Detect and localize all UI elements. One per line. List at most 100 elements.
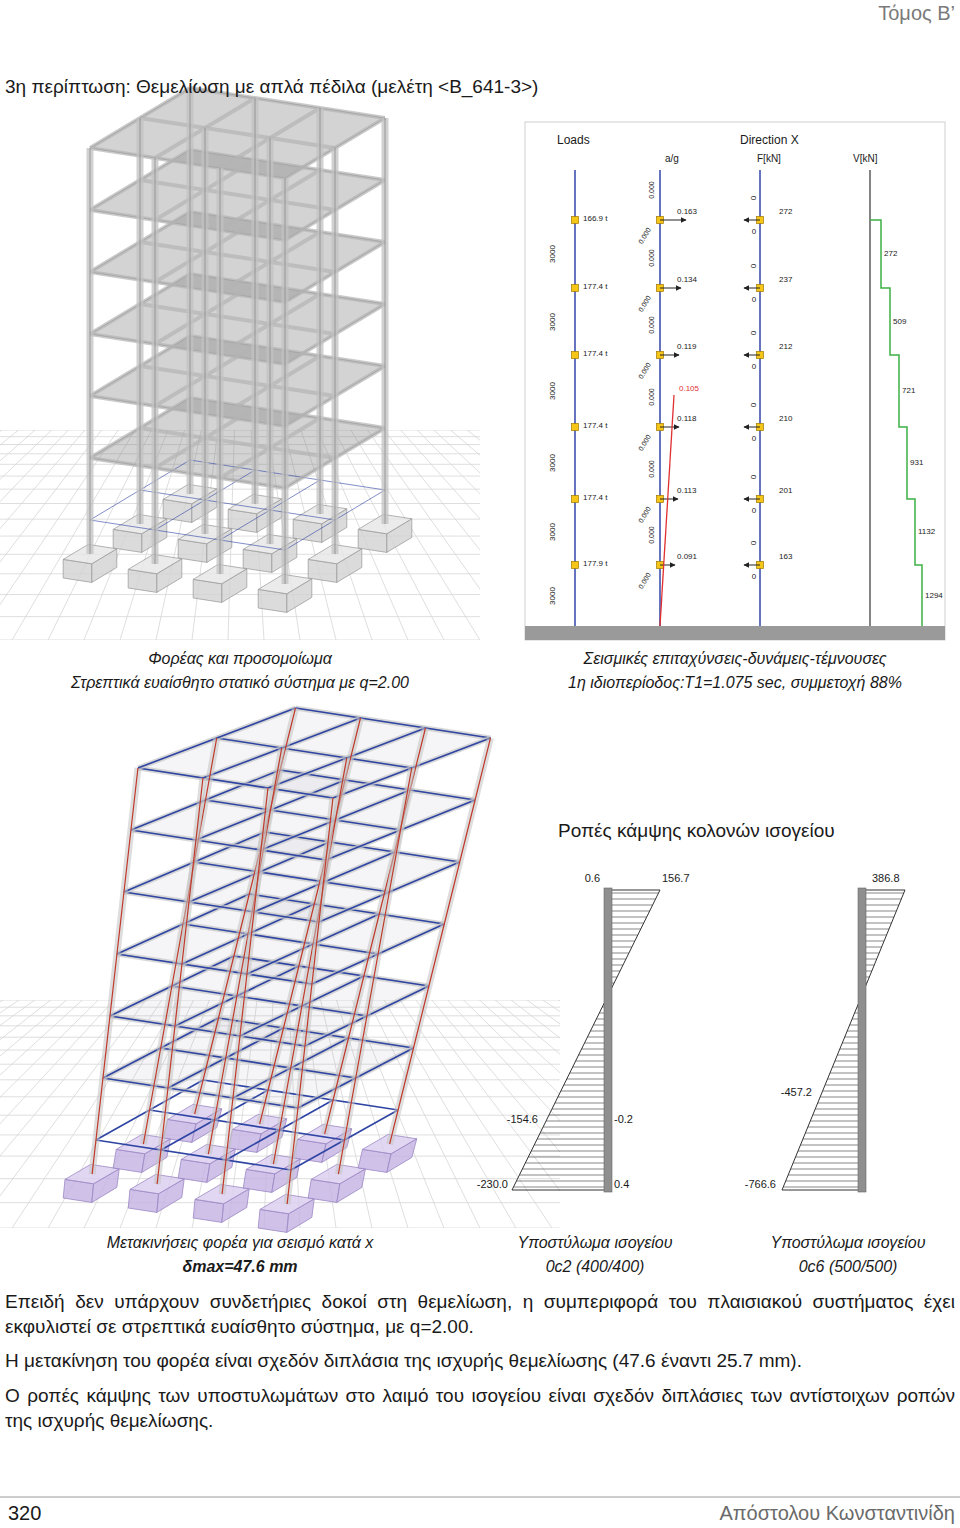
node-square <box>572 217 579 224</box>
figure-caption: δmax=47.6 mm <box>182 1258 297 1276</box>
column-axis <box>92 768 138 1174</box>
hatch-line <box>862 893 904 894</box>
hatch-line <box>558 1097 608 1098</box>
mass-value: 177.4 t <box>583 282 607 291</box>
storey-height: 3000 <box>548 382 557 400</box>
hatch-line <box>823 1091 862 1092</box>
grid-line <box>0 489 480 490</box>
mass-value: 177.4 t <box>583 349 607 358</box>
hatch-line <box>570 1073 608 1074</box>
moment-value: 156.7 <box>662 872 690 885</box>
column <box>152 158 159 564</box>
hatch-line <box>576 1061 608 1062</box>
hatch-line <box>832 1067 862 1068</box>
force-value: 0 <box>749 264 758 268</box>
node-square <box>572 285 579 292</box>
acceleration-arrow <box>660 427 679 428</box>
hatch-line <box>531 1151 608 1152</box>
hatch-line <box>519 1175 608 1176</box>
acceleration-value: 0.119 <box>677 342 696 351</box>
column <box>137 118 144 524</box>
force-value: 0 <box>749 403 758 407</box>
moment-value: 386.8 <box>872 872 900 885</box>
force-value: 0 <box>752 434 756 443</box>
acceleration-value: 0.163 <box>677 207 697 216</box>
loads-panel <box>525 122 945 640</box>
figure-caption: Στρεπτικά ευαίσθητο στατικό σύστημα με q… <box>71 674 409 692</box>
moment-value: -766.6 <box>745 1178 776 1191</box>
force-value: 210 <box>779 414 792 423</box>
moment-value: -457.2 <box>781 1086 812 1099</box>
hatch-line <box>798 1151 862 1152</box>
column <box>267 138 274 544</box>
column <box>217 168 224 574</box>
axis-line <box>759 170 761 626</box>
beam <box>140 118 335 148</box>
hatch-line <box>862 917 894 918</box>
acceleration-arrow <box>660 499 678 500</box>
force-arrow <box>744 220 760 221</box>
column-head: V[kN] <box>853 153 877 165</box>
beam-axis <box>140 490 335 520</box>
column <box>282 178 289 584</box>
shear-value: 721 <box>902 386 915 395</box>
force-value: 0 <box>752 506 756 515</box>
ground-grid <box>0 430 480 640</box>
column-axis <box>205 128 206 534</box>
spectral-value: 0.105 <box>679 384 699 393</box>
figure-caption: Υποστύλωμα ισογείου <box>770 1234 925 1252</box>
running-head: Τόμος Β’ <box>878 2 955 25</box>
beam-axis <box>90 520 285 550</box>
moment-outline <box>782 890 905 1190</box>
beam <box>140 180 335 210</box>
figure-caption: 1η ιδιοπερίοδος:T1=1.075 sec, συμμετοχή … <box>568 674 902 692</box>
figure-caption: 0c2 (400/400) <box>546 1258 645 1276</box>
acceleration-value: 0.134 <box>677 275 697 284</box>
acceleration-arrow <box>660 565 675 566</box>
force-value: 237 <box>779 275 792 284</box>
beam <box>161 1048 356 1078</box>
hatch-line <box>805 1133 862 1134</box>
hatch-line <box>608 917 647 918</box>
axis-line <box>869 170 870 626</box>
hatch-line <box>546 1121 608 1122</box>
hatch-line <box>815 1109 862 1110</box>
floor-slab <box>138 708 491 798</box>
spectrum-line <box>660 395 674 626</box>
column-axis <box>320 108 321 514</box>
column <box>222 788 268 1194</box>
column <box>92 768 138 1174</box>
hatch-line <box>522 1169 608 1170</box>
hatch-line <box>803 1139 862 1140</box>
column-axis <box>385 118 386 524</box>
axis-line <box>659 170 661 626</box>
axis-line <box>574 170 576 626</box>
storey-height: 3000 <box>548 523 557 541</box>
acceleration-value: 0.000 <box>648 388 656 406</box>
force-value: 0 <box>749 475 758 479</box>
figure-caption: 0c6 (500/500) <box>799 1258 898 1276</box>
hatch-line <box>810 1121 862 1122</box>
storey-height: 3000 <box>548 454 557 472</box>
hatch-line <box>573 1067 608 1068</box>
column-axis <box>157 778 203 1184</box>
beam <box>140 428 335 458</box>
hatch-line <box>549 1115 608 1116</box>
storey-height: 3000 <box>548 245 557 263</box>
grid-line <box>0 640 480 641</box>
hatch-line <box>796 1157 862 1158</box>
node-square <box>572 424 579 431</box>
hatch-line <box>608 905 653 906</box>
hatch-line <box>561 1091 608 1092</box>
column-axis <box>155 158 156 564</box>
force-value: 0 <box>749 331 758 335</box>
acceleration-arrow <box>660 355 679 356</box>
hatch-line <box>608 935 638 936</box>
force-value: 0 <box>749 196 758 200</box>
hatch-line <box>528 1157 608 1158</box>
force-value: 163 <box>779 552 792 561</box>
column <box>252 98 259 504</box>
acceleration-value: 0.000 <box>648 316 656 334</box>
page-heading: 3η περίπτωση: Θεμελίωση με απλά πέδιλα (… <box>5 76 538 98</box>
building-frame <box>63 88 412 612</box>
